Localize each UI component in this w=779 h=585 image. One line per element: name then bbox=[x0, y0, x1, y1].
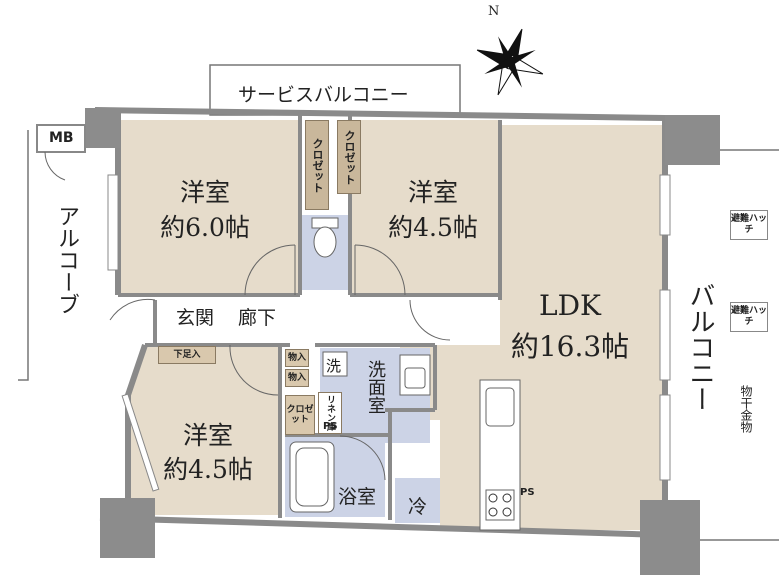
western2-size: 約4.5帖 bbox=[388, 213, 478, 242]
wash-basin bbox=[399, 354, 431, 396]
columns bbox=[85, 108, 720, 575]
storage1-label: 物入 bbox=[285, 349, 309, 367]
toilet bbox=[311, 217, 339, 258]
door-arcs bbox=[44, 151, 451, 481]
closet2-label: クロゼット bbox=[337, 120, 361, 194]
western3-fill bbox=[130, 345, 280, 515]
hallway-label: 廊下 bbox=[238, 307, 277, 329]
ldk-fill bbox=[400, 125, 662, 530]
western1-size: 約6.0帖 bbox=[160, 213, 250, 242]
kitchen bbox=[479, 379, 521, 531]
evac-hatch2-label: 避難ハッチ bbox=[730, 302, 768, 332]
fridge-fill bbox=[395, 478, 440, 523]
evac-hatch1-label: 避難ハッチ bbox=[730, 210, 768, 240]
mb-box bbox=[36, 124, 86, 153]
ldk-name: LDK bbox=[539, 289, 601, 322]
closet1-label: クロゼット bbox=[305, 120, 329, 210]
entrance-label: 玄関 bbox=[176, 307, 215, 329]
western2-fill bbox=[350, 120, 500, 295]
shoe-storage-label: 下足入 bbox=[158, 346, 216, 364]
bathtub bbox=[289, 441, 335, 513]
wall-top bbox=[94, 107, 666, 121]
windows bbox=[107, 174, 671, 492]
washer-box bbox=[322, 351, 348, 377]
western1-name: 洋室 bbox=[179, 178, 230, 207]
storage2-label: 物入 bbox=[285, 369, 309, 387]
bathroom-label: 浴室 bbox=[338, 486, 377, 508]
washer-label: 洗 bbox=[326, 357, 342, 375]
western1-fill bbox=[120, 120, 300, 295]
ldk-size: 約16.3帖 bbox=[510, 330, 630, 363]
laundry-hardware-label: 物干金物 bbox=[739, 385, 753, 433]
wall-bottom bbox=[99, 515, 666, 538]
fridge-label: 冷 bbox=[408, 496, 428, 518]
north-label: N bbox=[488, 4, 500, 19]
closet3-label: クロゼット bbox=[285, 395, 315, 435]
interior-walls bbox=[118, 115, 502, 520]
compass bbox=[476, 28, 544, 96]
service-balcony-label: サービスバルコニー bbox=[238, 84, 409, 106]
linen-label: リネン庫 bbox=[318, 392, 342, 434]
western2-name: 洋室 bbox=[407, 178, 458, 207]
alcove-label: アルコーブ bbox=[54, 205, 79, 315]
ps-label: PS bbox=[323, 421, 338, 432]
balcony-label: バルコニー bbox=[685, 282, 715, 412]
alcove-outline bbox=[18, 130, 29, 381]
washroom-label: 洗面室 bbox=[365, 360, 386, 414]
western3-name: 洋室 bbox=[182, 421, 233, 450]
western3-size: 約4.5帖 bbox=[163, 455, 253, 484]
mb-label: MB bbox=[49, 130, 74, 146]
ps2-label: PS bbox=[520, 487, 535, 498]
